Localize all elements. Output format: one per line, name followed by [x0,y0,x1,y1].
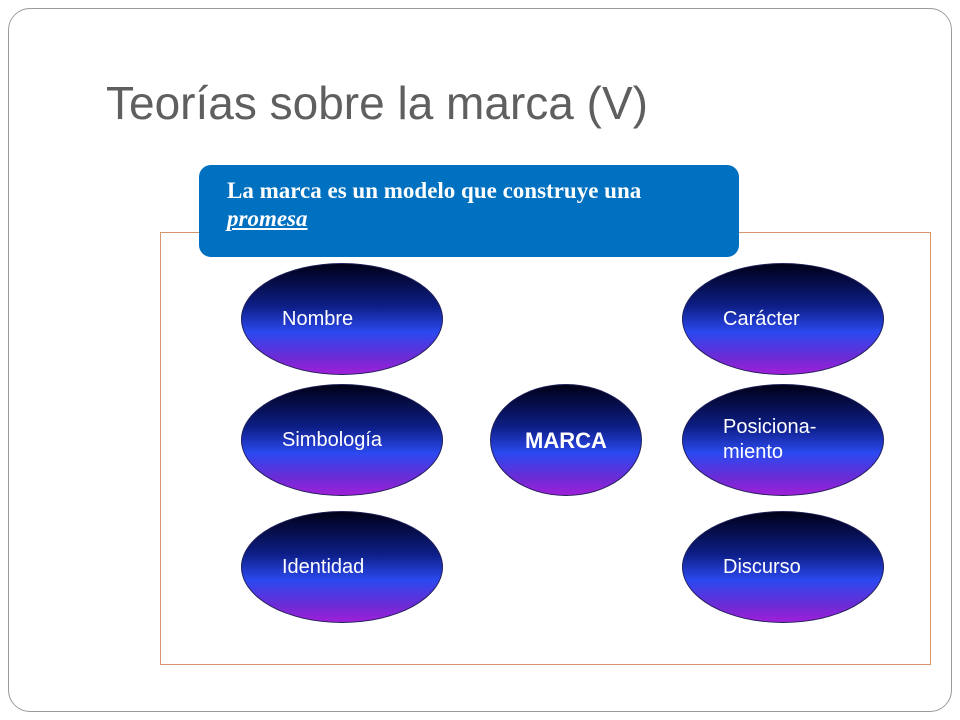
slide-title: Teorías sobre la marca (V) [106,77,648,129]
node-discurso: Discurso [682,511,884,623]
node-label: Simbología [282,428,383,451]
node-label: Carácter [723,307,800,330]
node-caracter: Carácter [682,263,884,375]
node-posicionamiento: Posiciona- miento [682,384,884,496]
promise-header-box: La marca es un modelo que construye una … [199,165,739,257]
header-text: La marca es un modelo que construye una [227,178,642,203]
node-simbologia: Simbología [241,384,443,496]
header-emphasis: promesa [227,206,308,231]
node-label: Discurso [723,555,801,578]
node-nombre: Nombre [241,263,443,375]
node-label: MARCA [525,427,607,453]
node-label: Identidad [282,555,365,578]
node-identidad: Identidad [241,511,443,623]
node-marca: MARCA [490,384,642,496]
node-label: Posiciona- miento [723,416,817,463]
node-label: Nombre [282,307,354,330]
